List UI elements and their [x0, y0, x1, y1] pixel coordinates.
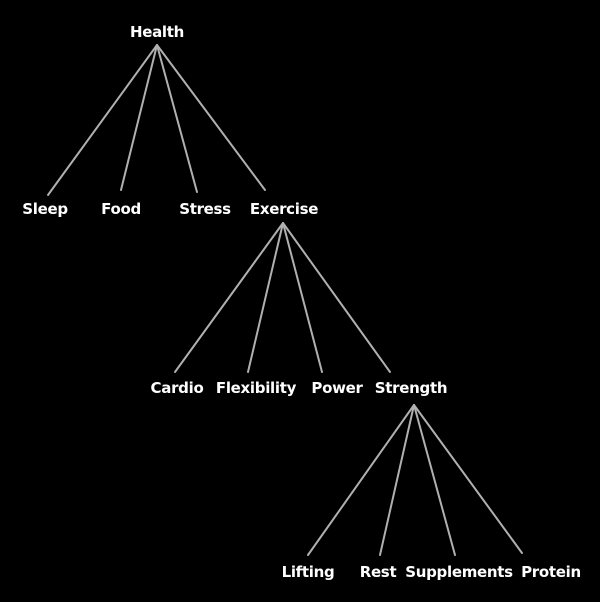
node-power: Power [311, 379, 363, 397]
node-supplements: Supplements [405, 563, 513, 581]
node-health: Health [129, 23, 185, 41]
node-rest: Rest [359, 563, 397, 581]
node-strength: Strength [374, 379, 448, 397]
edge-health-sleep [47, 44, 158, 196]
edge-exercise-strength [282, 222, 391, 373]
edge-strength-protein [413, 404, 523, 554]
node-flexibility: Flexibility [215, 379, 297, 397]
node-lifting: Lifting [281, 563, 335, 581]
edge-exercise-power [282, 222, 323, 373]
edge-health-food [120, 44, 158, 191]
node-sleep: Sleep [22, 200, 68, 218]
edge-health-stress [156, 44, 198, 193]
node-protein: Protein [521, 563, 581, 581]
node-stress: Stress [179, 200, 231, 218]
edge-exercise-flexibility [247, 222, 284, 373]
edge-exercise-cardio [174, 222, 284, 373]
node-cardio: Cardio [150, 379, 204, 397]
edge-strength-supplements [413, 404, 456, 556]
node-food: Food [101, 200, 141, 218]
node-exercise: Exercise [249, 200, 319, 218]
edge-strength-lifting [307, 404, 415, 556]
edge-strength-rest [379, 404, 415, 556]
edge-health-exercise [156, 44, 266, 191]
